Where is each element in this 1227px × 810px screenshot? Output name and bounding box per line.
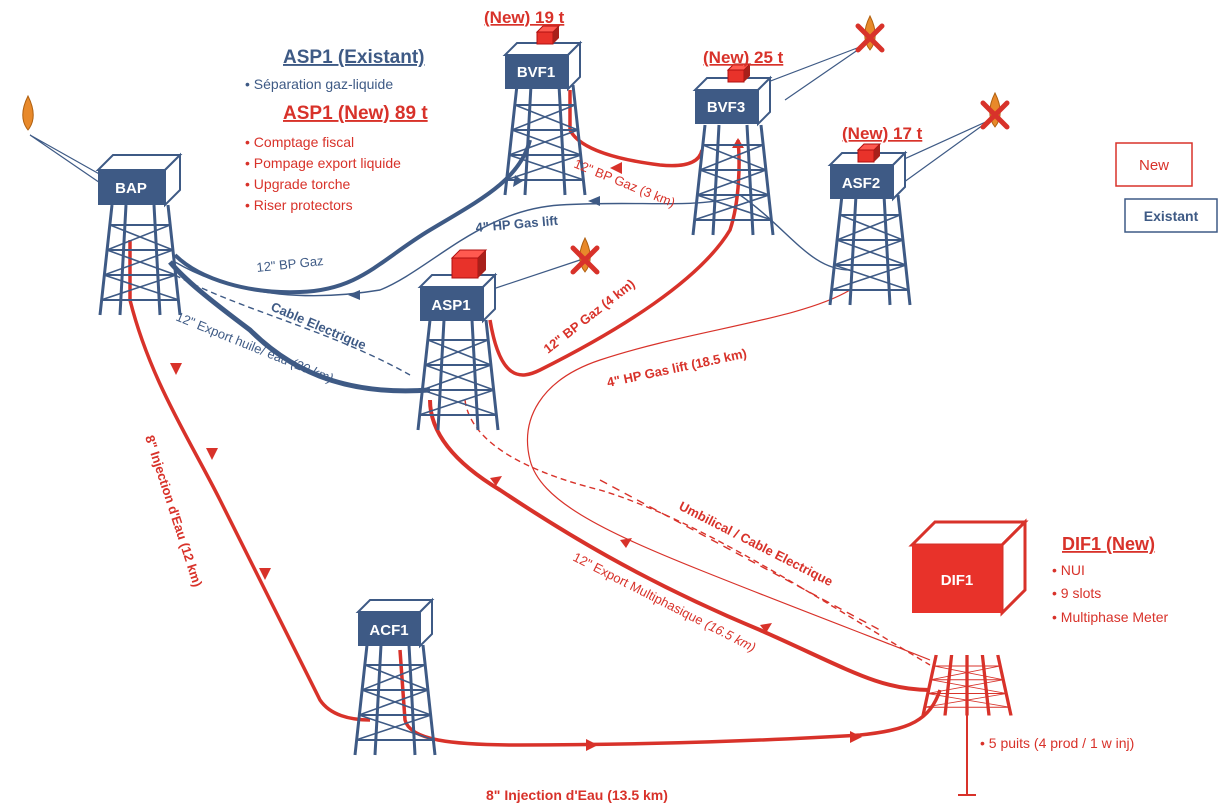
pipe-bp-gaz-bvf1-bap [173,139,532,295]
pipe-injection-13km [398,649,942,747]
arrow-icon [588,196,600,206]
platform-label-asp1: ASP1 [431,297,470,314]
legend-existing-label: Existant [1144,208,1199,224]
module-box-icon [450,249,488,279]
dif1-info-item: • NUI [1052,562,1085,578]
cable-electrique-dashed [174,274,411,376]
weight-bvf3: (New) 25 t [703,48,784,67]
pipe-export-huile [168,260,431,394]
legend-new-label: New [1139,157,1169,174]
flare-icon [22,95,34,131]
line-label-export-multiphasique: 12" Export Multiphasique(16.5 km) [571,549,759,655]
line-label-bp-gaz-blue: 12" BP Gaz [256,253,324,275]
asp1-new-item: • Comptage fiscal [245,134,354,150]
platform-label-asf2: ASF2 [842,175,880,192]
pipe-hp-gas-lift-red [526,289,931,661]
line-label-injection-13km: 8" Injection d'Eau (13.5 km) [486,787,668,803]
asp1-new-title: ASP1 (New) 89 t [283,103,428,124]
flare-line-bvf3 [759,44,866,101]
platform-acf1: ACF1 [353,597,437,757]
platform-asf2: ASF2 [827,143,912,307]
arrow-icon [490,476,502,486]
platform-dif1: DIF1 [908,518,1029,718]
arrow-icon [610,162,622,174]
arrow-icon [850,731,862,743]
flare-crossed-icon [983,92,1007,127]
dif1-info-title: DIF1 (New) [1062,534,1155,554]
line-label-hp-gas-lift-blue: 4" HP Gas lift [475,213,559,235]
platform-label-bvf3: BVF3 [707,99,745,116]
weight-asf2: (New) 17 t [842,124,923,143]
platform-label-bvf1: BVF1 [517,64,555,81]
platform-asp1: ASP1 [416,249,500,432]
pipe-export-multiphasique [428,399,931,692]
dif1-info-item: • Multiphase Meter [1052,609,1169,625]
arrow-icon [259,568,271,580]
arrow-icon [732,138,744,148]
legend: New Existant [1115,142,1218,233]
platform-label-acf1: ACF1 [369,622,408,639]
arrow-icon [170,363,182,375]
flare-crossed-icon [573,237,597,272]
wells-label: • 5 puits (4 prod / 1 w inj) [980,735,1134,751]
asp1-new-item: • Riser protectors [245,197,353,213]
flare-crossed-icon [858,15,882,50]
asp1-existing-title: ASP1 (Existant) [283,47,424,68]
legend-existing-box [1124,198,1218,233]
arrow-icon [586,739,598,751]
asp1-new-item: • Pompage export liquide [245,155,401,171]
line-label-umbilical: Umbilical / Cable Electrique [677,498,836,589]
platform-label-dif1: DIF1 [941,572,974,589]
module-box-icon [536,25,560,45]
umbilical-dashed [464,399,931,666]
asp1-new-item: • Upgrade torche [245,176,351,192]
arrow-icon [206,448,218,460]
pipe-bp-gaz-4km [488,139,741,377]
platform-bvf3: BVF3 [691,63,775,237]
arrow-icon [348,290,360,300]
platform-bvf1: BVF1 [502,25,587,197]
asp1-existing-item: • Séparation gaz-liquide [245,76,393,92]
weight-bvf1: (New) 19 t [484,8,565,27]
arrow-icon [620,538,632,548]
pipe-injection-12km [128,240,371,722]
line-label-cable-electrique: Cable Electrique [269,299,369,353]
dif1-info-item: • 9 slots [1052,585,1101,601]
flare-line-asp1 [489,259,581,291]
platform-bap: BAP [95,152,183,317]
umbilical-dashed-short [599,479,881,631]
platform-label-bap: BAP [115,180,147,197]
arrow-icon [760,623,772,633]
legend-new-box [1115,142,1193,187]
pipe-bp-gaz-3km [568,90,704,168]
